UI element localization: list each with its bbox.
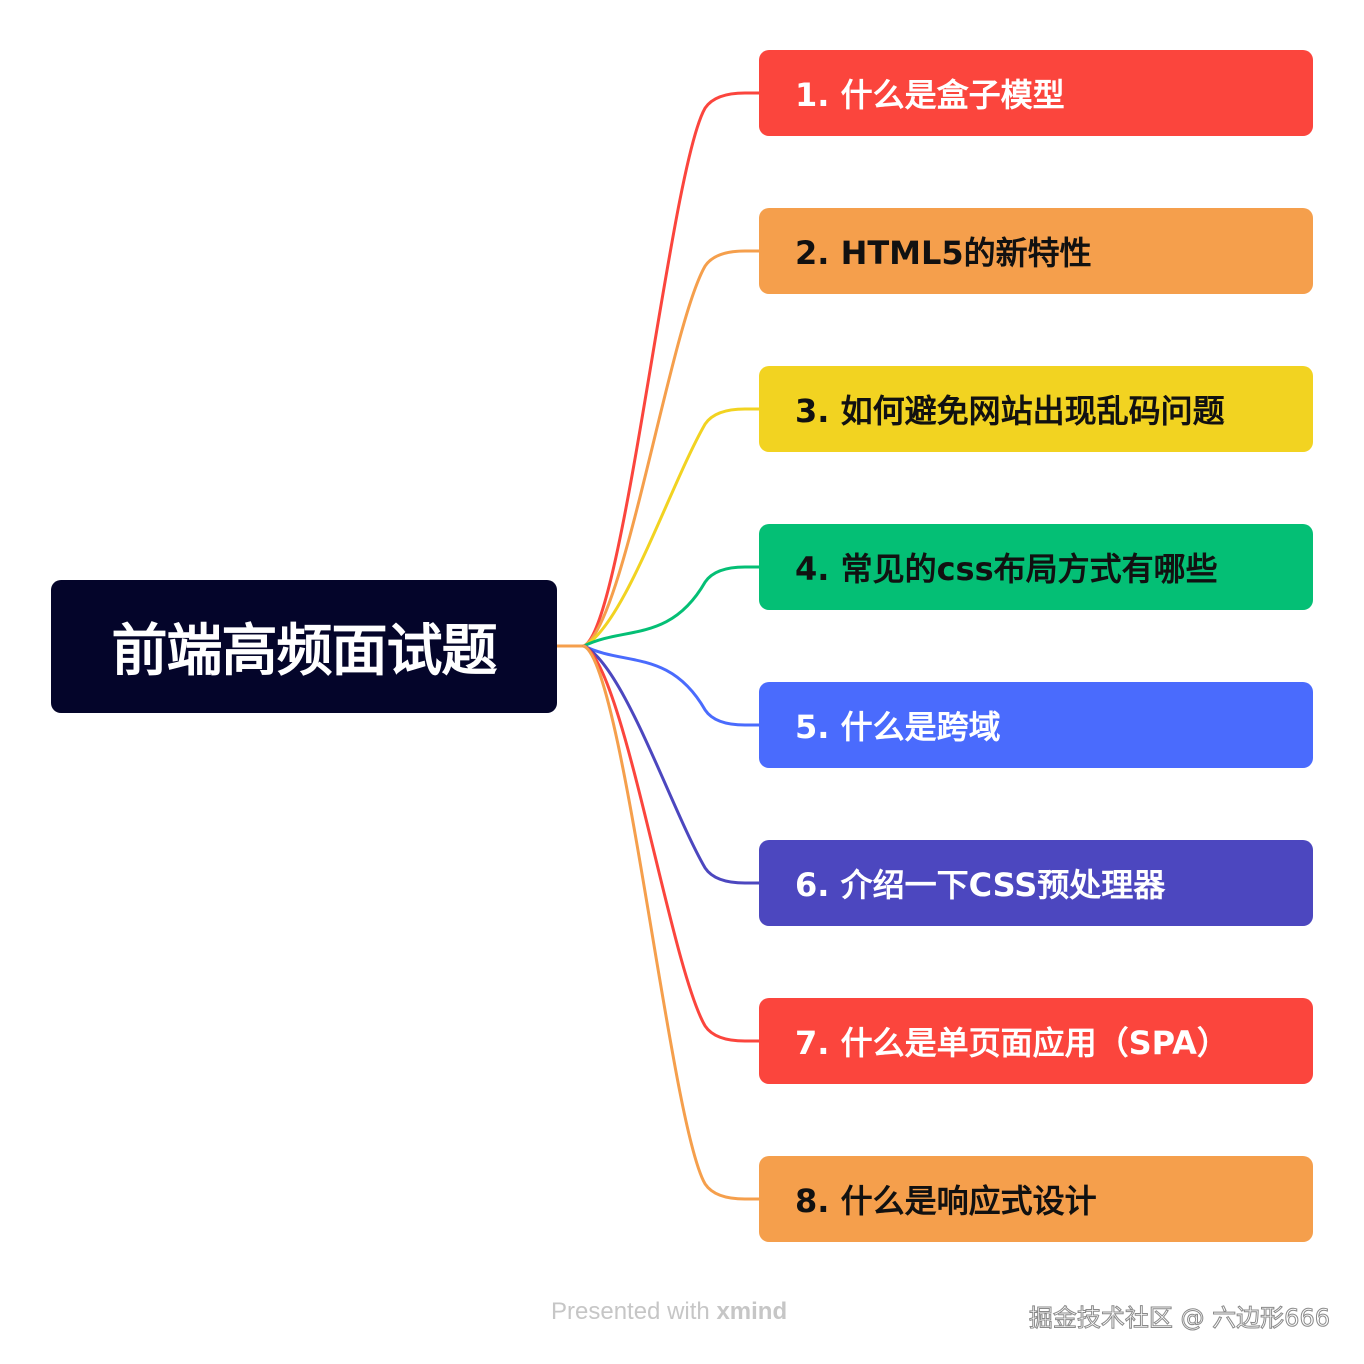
root-topic-label: 前端高频面试题 [111,619,498,684]
topic-1[interactable]: 1. 什么是盒子模型 [759,50,1313,136]
connector-line-2 [582,249,761,648]
presented-prefix: Presented with [551,1298,710,1325]
site-watermark: 掘金技术社区 @ 六边形666 [1028,1304,1330,1333]
connector-line-1 [582,91,761,648]
topic-3[interactable]: 3. 如何避免网站出现乱码问题 [759,366,1313,452]
topic-label: 2. HTML5的新特性 [795,234,1092,272]
topic-label: 1. 什么是盒子模型 [795,76,1065,114]
connector-line-4 [582,565,761,648]
topic-5[interactable]: 5. 什么是跨域 [759,682,1313,768]
connector-line-6 [582,644,761,885]
connector-line-7 [582,644,761,1043]
topic-label: 3. 如何避免网站出现乱码问题 [795,392,1225,430]
root-topic[interactable]: 前端高频面试题 [51,580,557,713]
topic-label: 8. 什么是响应式设计 [795,1182,1097,1220]
topic-label: 6. 介绍一下CSS预处理器 [795,866,1166,904]
connector-line-5 [582,644,761,727]
connector-line-3 [582,407,761,648]
connector-line-8 [582,644,761,1201]
presented-with-xmind: Presented with xmind [551,1298,787,1326]
topic-label: 7. 什么是单页面应用（SPA） [795,1024,1229,1062]
xmind-brand: xmind [716,1298,788,1325]
topic-4[interactable]: 4. 常见的css布局方式有哪些 [759,524,1313,610]
topic-7[interactable]: 7. 什么是单页面应用（SPA） [759,998,1313,1084]
topic-6[interactable]: 6. 介绍一下CSS预处理器 [759,840,1313,926]
topic-8[interactable]: 8. 什么是响应式设计 [759,1156,1313,1242]
topic-2[interactable]: 2. HTML5的新特性 [759,208,1313,294]
topic-label: 5. 什么是跨域 [795,708,1001,746]
topic-label: 4. 常见的css布局方式有哪些 [795,550,1218,588]
